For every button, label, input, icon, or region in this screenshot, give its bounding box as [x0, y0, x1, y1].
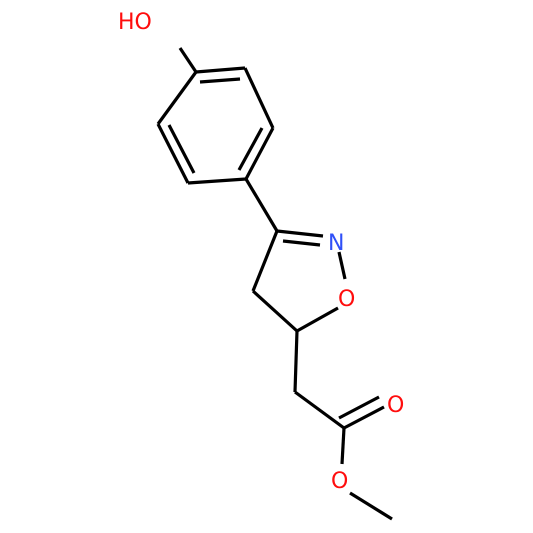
bond-carbonyl-o	[343, 405, 385, 430]
bond-ring-3	[244, 127, 275, 180]
ester-oxygen-label: O	[331, 469, 348, 494]
bond-ring-3-inner	[237, 127, 264, 171]
bond-carbonyl-o-inner	[338, 395, 380, 420]
bond-c3-n-inner	[282, 239, 321, 247]
bond-ring-5	[156, 123, 190, 184]
bond-c4-c3	[251, 230, 279, 292]
carbonyl-oxygen-label: O	[387, 393, 404, 418]
bond-c3-n	[276, 229, 324, 238]
bond-ring-2	[243, 67, 275, 129]
bond-ester-o-methyl	[349, 491, 393, 521]
bonds	[156, 47, 393, 521]
bond-aryl-c3	[244, 178, 279, 232]
bond-ring-1	[195, 66, 246, 74]
bond-carbonyl-ester-o	[340, 427, 346, 465]
hydroxyl-label: HO	[118, 10, 152, 35]
atom-labels: HO N O O O	[118, 10, 404, 494]
bond-ring-4	[187, 177, 247, 185]
bond-c5-c4	[251, 289, 299, 333]
bond-oh-c1	[178, 47, 198, 73]
bond-ring-1-inner	[199, 77, 241, 84]
bond-o-c5	[296, 306, 339, 333]
bond-ring-5-inner	[167, 124, 196, 174]
bond-c5-ch2	[293, 330, 299, 393]
ring-nitrogen-label: N	[328, 231, 344, 256]
bond-n-o	[337, 251, 347, 280]
ring-oxygen-label: O	[338, 287, 355, 312]
bond-ch2-carbonyl	[294, 390, 345, 430]
bond-ring-6	[156, 71, 198, 125]
